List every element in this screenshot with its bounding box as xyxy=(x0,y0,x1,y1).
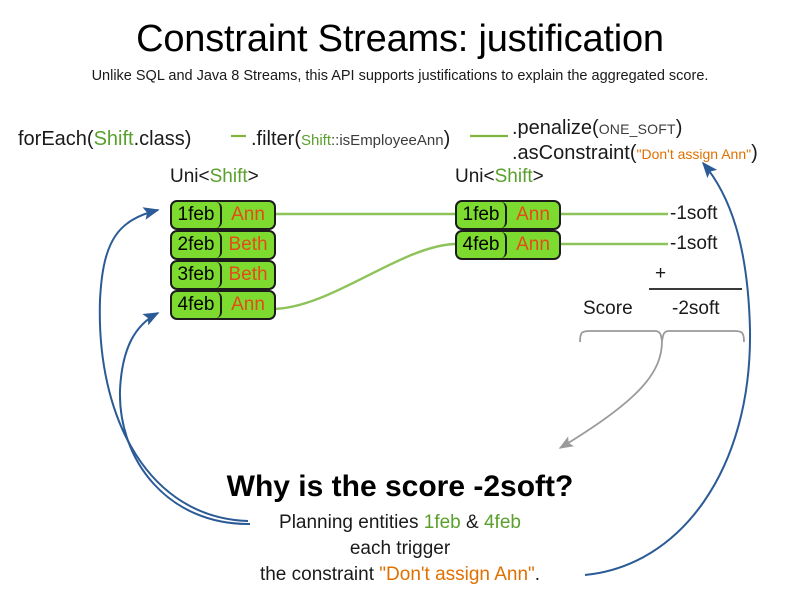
code-foreach-suffix: .class) xyxy=(133,128,192,150)
sum-operator: + xyxy=(655,263,667,284)
code-filter-method: ::isEmployeeAnn xyxy=(331,132,444,149)
stream-label-left-type: Shift xyxy=(209,166,248,187)
penalty-value-2: -1soft xyxy=(670,233,718,254)
explanation-heading: Why is the score -2soft? xyxy=(226,470,574,503)
explanation-line-1: Planning entities 1feb & 4feb xyxy=(0,512,800,534)
shift-card-date: 2feb xyxy=(172,232,222,258)
code-penalize: .penalize(ONE_SOFT) xyxy=(512,117,682,140)
explanation-line-3-suffix: . xyxy=(534,564,541,585)
code-foreach-prefix: forEach( xyxy=(18,128,94,150)
shift-card-date: 4feb xyxy=(172,292,222,318)
code-penalize-suffix: ) xyxy=(675,117,683,139)
explanation-line-2: each trigger xyxy=(349,538,451,559)
explanation-conjunction: & xyxy=(460,512,484,533)
shift-card[interactable]: 1feb Ann xyxy=(170,200,276,230)
shift-card-date: 1feb xyxy=(457,202,507,228)
shift-card-date: 3feb xyxy=(172,262,222,288)
stream-label-right: Uni<Shift> xyxy=(455,166,544,188)
stream-label-right-prefix: Uni< xyxy=(455,166,495,187)
sum-divider-rule xyxy=(649,288,742,290)
shift-card[interactable]: 3feb Beth xyxy=(170,260,276,290)
shift-card[interactable]: 4feb Ann xyxy=(170,290,276,320)
shift-card[interactable]: 4feb Ann xyxy=(455,230,561,260)
code-filter-suffix: ) xyxy=(443,128,451,150)
shift-card[interactable]: 1feb Ann xyxy=(455,200,561,230)
explanation-constraint-name: "Don't assign Ann" xyxy=(379,564,535,585)
stream-label-left-prefix: Uni< xyxy=(170,166,210,187)
code-as-constraint-suffix: ) xyxy=(751,142,758,164)
right-shift-stack: 1feb Ann 4feb Ann xyxy=(455,200,561,260)
code-as-constraint: .asConstraint("Don't assign Ann") xyxy=(512,142,758,165)
stream-label-left-suffix: > xyxy=(247,166,259,187)
code-filter: .filter(Shift::isEmployeeAnn) xyxy=(251,128,450,151)
code-penalize-prefix: .penalize( xyxy=(512,117,599,139)
code-as-constraint-prefix: .asConstraint( xyxy=(512,142,637,164)
code-penalize-constant: ONE_SOFT xyxy=(598,121,676,137)
shift-card-employee: Ann xyxy=(516,204,550,225)
explanation-line-3-prefix: the constraint xyxy=(259,564,380,585)
shift-card-date: 4feb xyxy=(457,232,507,258)
explanation-entity-a: 1feb xyxy=(423,512,461,533)
stream-label-right-suffix: > xyxy=(532,166,544,187)
shift-card-date: 1feb xyxy=(172,202,222,228)
explanation-line-1-prefix: Planning entities xyxy=(279,512,424,533)
shift-card-employee: Ann xyxy=(231,204,265,225)
stream-label-left: Uni<Shift> xyxy=(170,166,259,188)
shift-card-employee: Beth xyxy=(228,234,268,255)
code-filter-type: Shift xyxy=(301,132,332,149)
shift-card-employee: Ann xyxy=(516,234,550,255)
page-title: Constraint Streams: justification xyxy=(136,18,664,60)
explanation-entity-b: 4feb xyxy=(483,512,521,533)
shift-card[interactable]: 2feb Beth xyxy=(170,230,276,260)
code-as-constraint-string: "Don't assign Ann" xyxy=(636,146,752,162)
score-total-value: -2soft xyxy=(672,298,720,319)
code-filter-prefix: .filter( xyxy=(251,128,301,150)
score-label: Score xyxy=(583,298,633,319)
page-subtitle: Unlike SQL and Java 8 Streams, this API … xyxy=(91,68,709,84)
left-shift-stack: 1feb Ann 2feb Beth 3feb Beth 4feb Ann xyxy=(170,200,276,320)
code-foreach-type: Shift xyxy=(93,128,134,150)
code-foreach: forEach(Shift.class) xyxy=(18,128,191,151)
stream-label-right-type: Shift xyxy=(494,166,533,187)
shift-card-employee: Ann xyxy=(231,294,265,315)
explanation-line-3: the constraint "Don't assign Ann". xyxy=(0,564,800,586)
penalty-value-1: -1soft xyxy=(670,203,718,224)
shift-card-employee: Beth xyxy=(228,264,268,285)
